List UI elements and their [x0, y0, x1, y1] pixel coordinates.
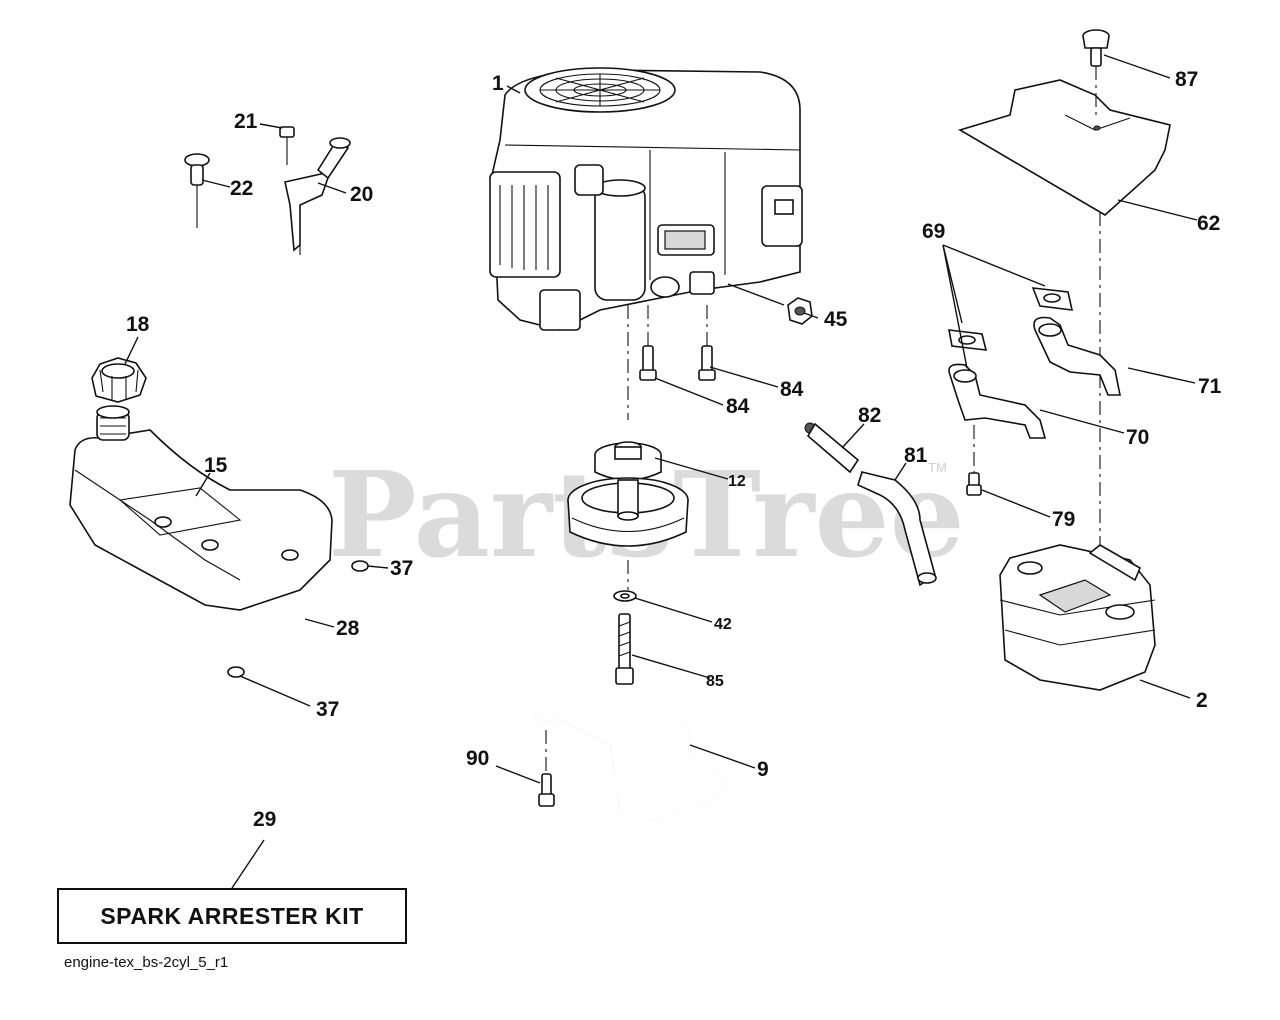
callout-37-top: 37: [390, 557, 413, 580]
callout-37-bottom: 37: [316, 698, 339, 721]
spark-arrester-kit-label: SPARK ARRESTER KIT: [57, 888, 407, 944]
exhaust-pipe-icon: [948, 287, 1121, 496]
callout-69: 69: [922, 220, 945, 243]
callout-12: 12: [728, 473, 746, 490]
callout-9: 9: [757, 758, 769, 781]
callout-29: 29: [253, 808, 276, 831]
callout-15: 15: [204, 454, 228, 477]
callout-90: 90: [466, 747, 489, 770]
callout-84-right: 84: [780, 378, 804, 401]
callout-2: 2: [1196, 689, 1208, 712]
callout-87: 87: [1175, 68, 1198, 91]
throttle-control-icon: [184, 126, 351, 255]
leader-lines: [124, 54, 1198, 889]
callout-62: 62: [1197, 212, 1220, 235]
pulley-icon: [567, 441, 689, 547]
nut-icon: [787, 297, 813, 325]
callout-85: 85: [706, 673, 724, 690]
bracket-rod-icon: [534, 711, 732, 827]
callouts: 1 21 22 20 18 15 37 28 37 45 84 84 12 42…: [126, 68, 1222, 831]
fuel-tank-icon: [69, 405, 333, 611]
callout-70: 70: [1126, 426, 1149, 449]
callout-28: 28: [336, 617, 360, 640]
callout-71: 71: [1198, 375, 1222, 398]
bolt-icon: [639, 305, 716, 381]
callout-45: 45: [824, 308, 848, 331]
fuel-line-icon: [227, 560, 369, 678]
watermark-tm: TM: [928, 460, 947, 475]
breather-hose-icon: [804, 422, 937, 587]
callout-1: 1: [492, 72, 504, 95]
drawing-code: engine-tex_bs-2cyl_5_r1: [64, 954, 229, 971]
callout-21: 21: [234, 110, 258, 133]
washer-bolt-icon: [613, 590, 637, 685]
callout-82: 82: [858, 404, 881, 427]
callout-20: 20: [350, 183, 373, 206]
callout-81: 81: [904, 444, 928, 467]
fuel-cap-icon: [91, 357, 147, 403]
muffler-icon: [999, 544, 1156, 691]
callout-84-left: 84: [726, 395, 750, 418]
callout-18: 18: [126, 313, 150, 336]
heat-shield-icon: [958, 29, 1171, 550]
callout-22: 22: [230, 177, 253, 200]
engine-icon: [489, 67, 803, 331]
callout-79: 79: [1052, 508, 1075, 531]
callout-42: 42: [714, 616, 732, 633]
